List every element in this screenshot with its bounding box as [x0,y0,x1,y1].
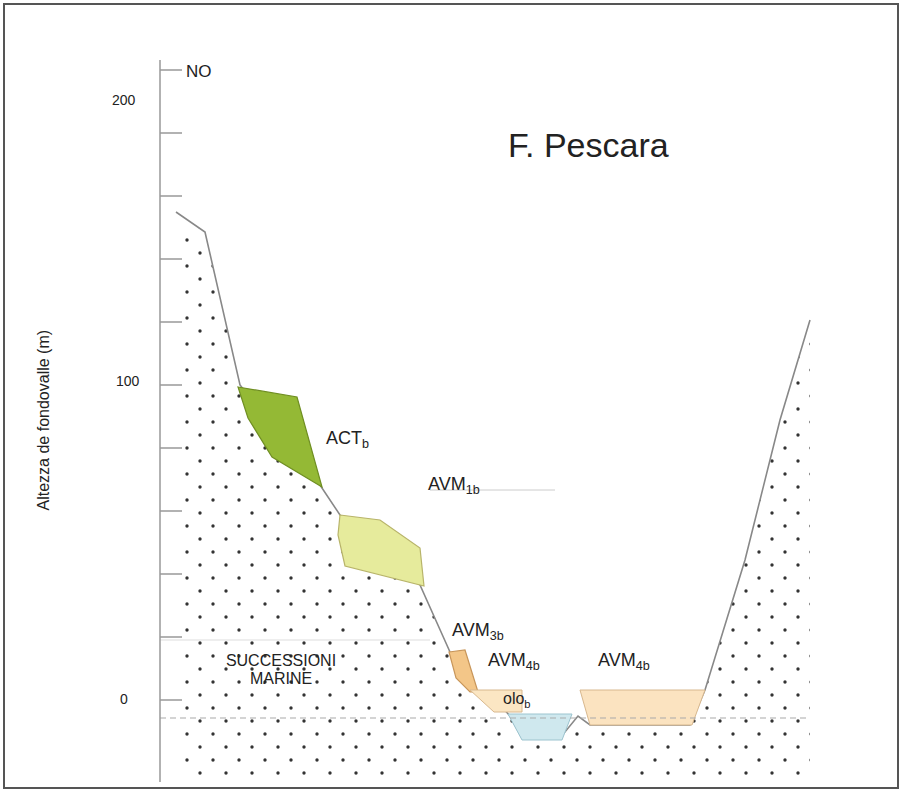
act-deposit [238,387,322,487]
tick-mark [160,447,182,449]
formation-label: SUCCESSIONI MARINE [206,652,356,689]
tick-mark [160,699,182,701]
y-axis [159,60,161,782]
guide-line [160,640,430,641]
ground-profile [176,212,810,738]
frame [4,4,898,788]
axis-title: Altezza de fondovalle (m) [35,330,53,511]
marine-bedrock [176,212,810,782]
tick-mark [160,384,182,386]
unit-label: ACTb [326,428,369,449]
tick-mark [160,510,182,512]
direction-label: NO [186,62,212,82]
unit-label: AVM4b [488,650,540,671]
tick-mark [160,321,182,323]
axis-tick-label: 100 [116,373,139,389]
tick-mark [160,636,182,638]
river-title: F. Pescara [508,126,669,165]
axis-tick-label: 0 [120,691,128,707]
tick-mark [160,195,182,197]
avm1-deposit [338,515,424,586]
avm3-deposit [449,650,478,692]
unit-label: AVM3b [452,620,504,641]
tick-mark [160,258,182,260]
avm4-deposit [580,690,705,725]
axis-tick-label: 200 [112,92,135,108]
unit-label: AVM4b [598,650,650,671]
unit-label: olob [503,690,531,708]
axis-ticks [160,70,182,700]
unit-label: AVM1b [428,474,480,495]
tick-mark [160,132,182,134]
sea-level-line [160,717,810,718]
tick-mark [160,573,182,575]
tick-mark [160,69,182,71]
